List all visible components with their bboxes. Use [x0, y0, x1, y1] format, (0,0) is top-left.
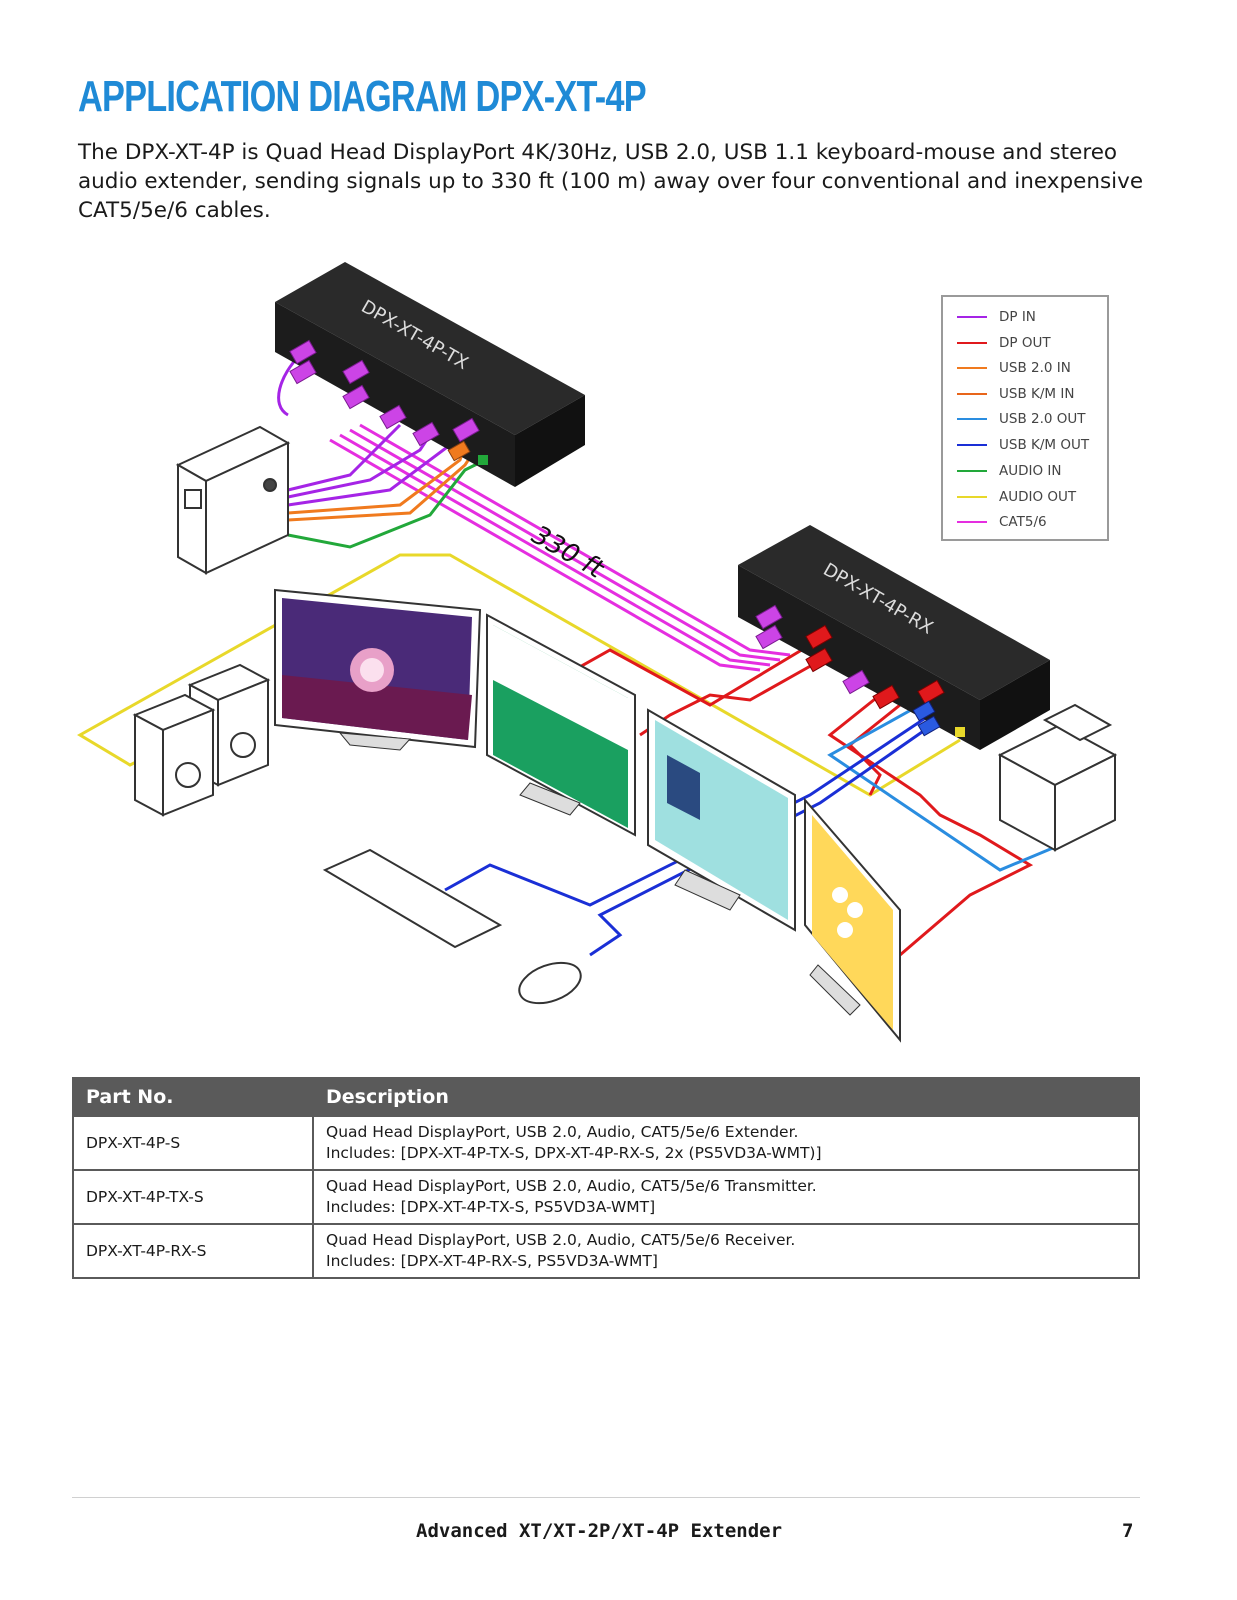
audio-in-cable: [287, 458, 486, 549]
legend-label: DP IN: [999, 309, 1036, 325]
usb-out-cable: [827, 703, 1061, 872]
legend-item-audio-in: AUDIO IN: [957, 461, 1062, 481]
description-line-1: Quad Head DisplayPort, USB 2.0, Audio, C…: [326, 1231, 796, 1249]
legend-label: AUDIO OUT: [999, 489, 1077, 505]
tx-unit: DPX-XT-4P-TX: [275, 262, 585, 487]
description-line-1: Quad Head DisplayPort, USB 2.0, Audio, C…: [326, 1177, 817, 1195]
legend-item-usb-km-in: USB K/M IN: [957, 384, 1074, 404]
table-row: DPX-XT-4P-RX-S Quad Head DisplayPort, US…: [72, 1223, 1140, 1279]
description-cell: Quad Head DisplayPort, USB 2.0, Audio, C…: [312, 1223, 1140, 1279]
description-line-2: Includes: [DPX-XT-4P-RX-S, PS5VD3A-WMT]: [326, 1252, 658, 1270]
printer: [997, 703, 1118, 852]
monitor-3: [647, 708, 796, 932]
footer-title: Advanced XT/XT-2P/XT-4P Extender: [416, 1520, 783, 1542]
diagram-legend: DP IN DP OUT USB 2.0 IN USB K/M IN USB 2…: [941, 295, 1109, 541]
legend-swatch: [957, 315, 987, 319]
legend-swatch: [957, 341, 987, 345]
speakers: [132, 663, 271, 817]
legend-label: USB 2.0 OUT: [999, 411, 1086, 427]
legend-item-dp-in: DP IN: [957, 307, 1036, 327]
legend-item-audio-out: AUDIO OUT: [957, 487, 1076, 507]
legend-item-cat: CAT5/6: [957, 512, 1047, 532]
monitor-2: [486, 613, 636, 837]
legend-swatch: [957, 469, 987, 473]
description-cell: Quad Head DisplayPort, USB 2.0, Audio, C…: [312, 1115, 1140, 1171]
application-diagram: DPX-XT-4P-TX DPX-XT-4P-RX 330 ft: [77, 262, 1118, 1043]
usb-km-out-cables: [444, 713, 936, 957]
description-line-1: Quad Head DisplayPort, USB 2.0, Audio, C…: [326, 1123, 799, 1141]
description-cell: Quad Head DisplayPort, USB 2.0, Audio, C…: [312, 1169, 1140, 1225]
table-header-row: Part No. Description: [72, 1077, 1140, 1117]
legend-item-usb-km-out: USB K/M OUT: [957, 435, 1089, 455]
page-title: APPLICATION DIAGRAM DPX-XT-4P: [78, 72, 647, 121]
cat-cable-bundle: [329, 423, 791, 672]
rx-connectors: [755, 604, 965, 737]
legend-label: AUDIO IN: [999, 463, 1062, 479]
legend-item-usb-in: USB 2.0 IN: [957, 358, 1071, 378]
keyboard: [322, 848, 503, 949]
legend-label: USB 2.0 IN: [999, 360, 1071, 376]
description-line-2: Includes: [DPX-XT-4P-TX-S, PS5VD3A-WMT]: [326, 1198, 656, 1216]
part-number-cell: DPX-XT-4P-RX-S: [72, 1223, 314, 1279]
legend-label: USB K/M OUT: [999, 437, 1090, 453]
tx-connectors: [289, 339, 488, 465]
table-row: DPX-XT-4P-TX-S Quad Head DisplayPort, US…: [72, 1169, 1140, 1225]
distance-label: 330 ft: [527, 520, 610, 585]
legend-swatch: [957, 392, 987, 396]
pc-tower: [175, 425, 291, 575]
legend-item-dp-out: DP OUT: [957, 333, 1051, 353]
intro-paragraph: The DPX-XT-4P is Quad Head DisplayPort 4…: [78, 140, 1144, 223]
rx-unit: DPX-XT-4P-RX: [738, 525, 1050, 750]
table-row: DPX-XT-4P-S Quad Head DisplayPort, USB 2…: [72, 1115, 1140, 1171]
part-number-cell: DPX-XT-4P-TX-S: [72, 1169, 314, 1225]
monitor-1: [274, 588, 482, 751]
legend-swatch: [957, 520, 987, 524]
legend-swatch: [957, 417, 987, 421]
page-number: 7: [1122, 1520, 1134, 1542]
legend-swatch: [957, 366, 987, 370]
legend-item-usb-out: USB 2.0 OUT: [957, 409, 1086, 429]
part-number-cell: DPX-XT-4P-S: [72, 1115, 314, 1171]
legend-label: DP OUT: [999, 335, 1051, 351]
legend-label: CAT5/6: [999, 514, 1047, 530]
legend-label: USB K/M IN: [999, 386, 1075, 402]
parts-table: Part No. Description DPX-XT-4P-S Quad He…: [72, 1077, 1140, 1279]
column-header-part-no: Part No.: [72, 1077, 314, 1117]
legend-swatch: [957, 495, 987, 499]
mouse: [518, 961, 582, 1005]
column-header-description: Description: [312, 1077, 1140, 1117]
footer-divider: [72, 1497, 1140, 1498]
monitor-4: [804, 797, 901, 1043]
legend-swatch: [957, 443, 987, 447]
description-line-2: Includes: [DPX-XT-4P-TX-S, DPX-XT-4P-RX-…: [326, 1144, 822, 1162]
